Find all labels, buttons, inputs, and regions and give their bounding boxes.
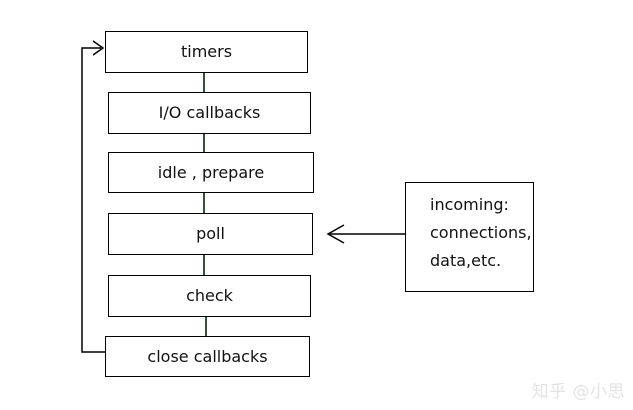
phase-close-callbacks: close callbacks	[105, 336, 310, 377]
loop-back-arrowhead	[92, 40, 105, 56]
incoming-box: incoming: connections, data,etc.	[405, 182, 534, 292]
phase-io-callbacks: I/O callbacks	[108, 92, 311, 134]
connector-idle-poll	[203, 193, 205, 213]
phase-timers: timers	[105, 31, 308, 73]
watermark: 知乎 @小思	[531, 382, 625, 402]
phase-label: close callbacks	[147, 346, 268, 366]
connector-timers-io	[203, 73, 205, 92]
phase-label: timers	[180, 42, 233, 61]
incoming-arrowhead	[326, 224, 345, 244]
phase-label: idle , prepare	[157, 162, 265, 182]
connector-poll-check	[203, 255, 205, 275]
incoming-line: connections,	[430, 223, 532, 242]
phase-idle-prepare: idle , prepare	[108, 152, 314, 193]
phase-label: I/O callbacks	[158, 103, 261, 122]
phase-check: check	[108, 275, 311, 317]
incoming-line: data,etc.	[430, 251, 502, 270]
phase-label: check	[186, 286, 233, 305]
connector-io-idle	[203, 134, 205, 152]
incoming-line: incoming:	[430, 195, 509, 214]
phase-poll: poll	[108, 213, 313, 255]
phase-label: poll	[196, 224, 225, 243]
connector-check-close	[205, 317, 207, 336]
loop-back-line	[81, 47, 105, 353]
